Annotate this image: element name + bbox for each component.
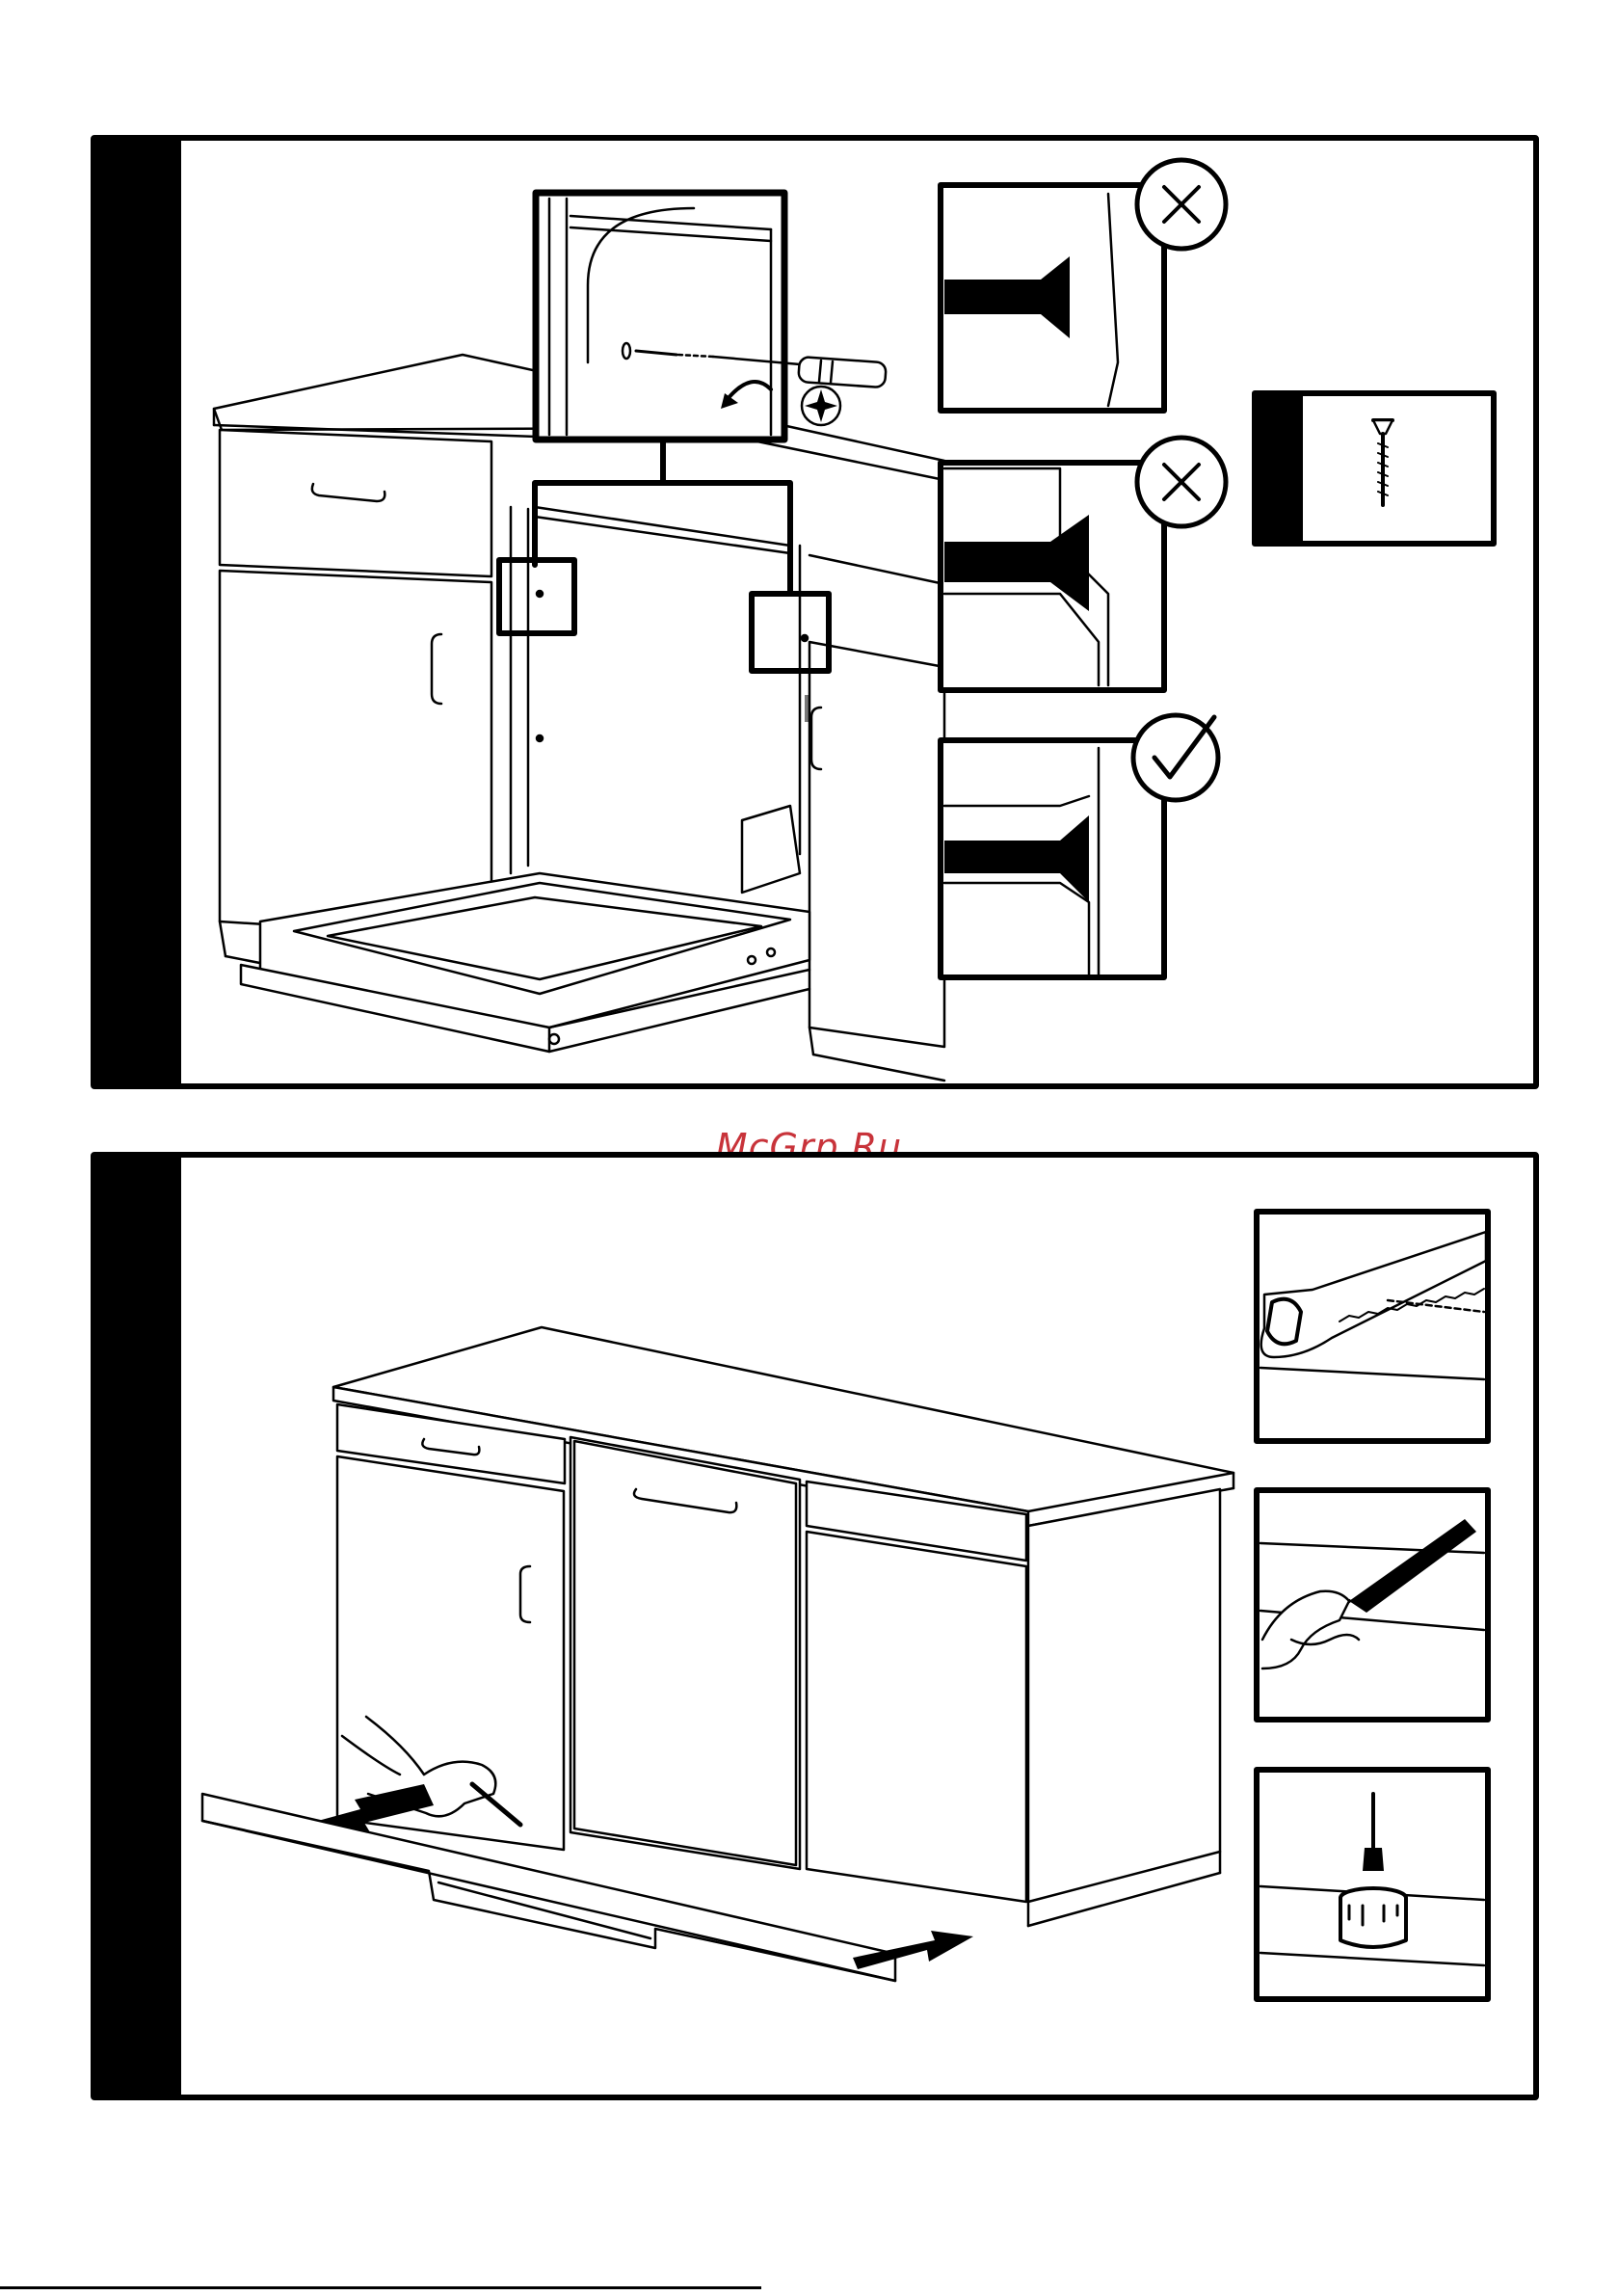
phillips-cross-icon	[802, 387, 840, 425]
right-cabinet	[807, 1482, 1220, 1926]
cross-circle-icon	[1137, 438, 1226, 526]
cross-circle-icon	[1137, 160, 1226, 249]
tool-box-saw	[1257, 1212, 1488, 1441]
check-inset-wrong-2	[941, 438, 1226, 690]
screw-detail-inset	[536, 193, 887, 440]
callout-connectors	[499, 441, 829, 671]
check-circle-icon	[1133, 715, 1218, 800]
check-inset-wrong-1	[941, 160, 1226, 411]
tool-box-paint	[1257, 1770, 1488, 1999]
page-footer-rule	[0, 2286, 761, 2289]
check-inset-correct	[941, 715, 1218, 977]
bottom-illustration	[96, 1158, 1533, 2095]
tool-box-file	[1257, 1490, 1488, 1720]
top-illustration	[96, 141, 1533, 1083]
screw-part-box	[1255, 393, 1494, 544]
installation-step-panel-bottom	[91, 1152, 1539, 2100]
installation-step-panel-top	[91, 135, 1539, 1089]
dishwasher-front-panel	[570, 1437, 800, 1869]
